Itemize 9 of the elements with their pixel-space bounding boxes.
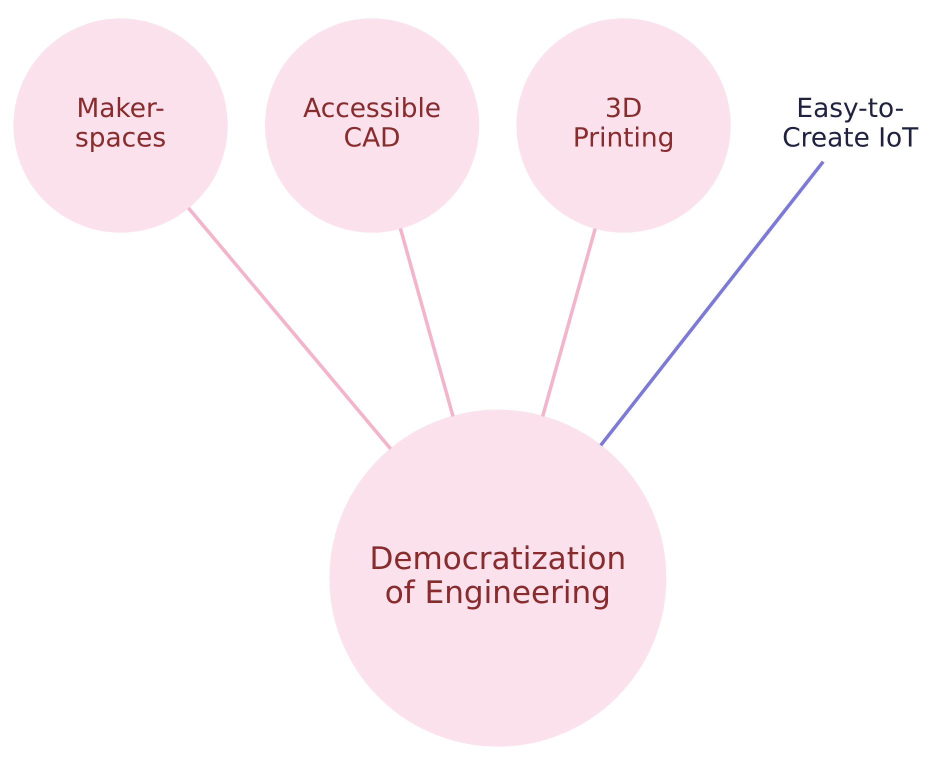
node-circle: Maker- spaces [13,18,228,233]
node-text: Easy-to- Create IoT [782,94,918,154]
node-circle: Accessible CAD [264,18,480,233]
connector [541,228,597,417]
connector [599,160,825,446]
connector [398,228,455,417]
node-circle: 3D Printing [516,18,731,233]
connector [187,206,392,450]
node-circle: Democratization of Engineering [329,410,666,747]
